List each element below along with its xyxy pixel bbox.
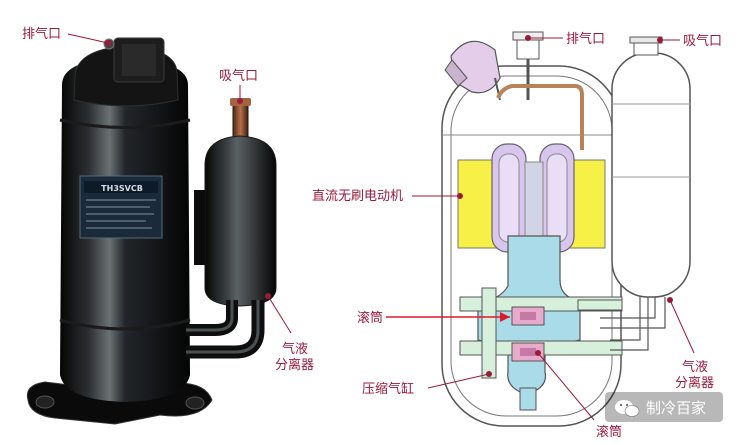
label-separator-photo-line2: 分离器 [275, 357, 314, 373]
suction-pipe-lower [610, 297, 641, 341]
compressor-photo: TH3SVCB [26, 37, 277, 425]
terminal-connector [444, 40, 501, 101]
label-cylinder: 压缩气缸 [362, 381, 414, 397]
accumulator [204, 135, 277, 307]
suction-pipe-upper [600, 297, 656, 319]
diagram-labels: 排气口 吸气口 直流无刷电动机 滚筒 压缩气缸 滚筒 气液 分离器 [312, 31, 722, 440]
label-suction-port-diagram: 吸气口 [683, 33, 722, 49]
label-separator-diagram-line2: 分离器 [675, 375, 714, 391]
compressor-cross-section [441, 31, 691, 427]
model-number: TH3SVCB [101, 184, 143, 193]
label-motor: 直流无刷电动机 [312, 189, 403, 204]
label-separator-diagram-line1: 气液 [682, 359, 708, 375]
wechat-icon [615, 400, 640, 417]
watermark: 制冷百家 [605, 392, 723, 422]
cylinder-block [481, 287, 497, 379]
watermark-text: 制冷百家 [646, 399, 706, 417]
label-separator-photo-line1: 气液 [282, 341, 308, 357]
label-suction-port-photo: 吸气口 [219, 68, 258, 84]
photo-labels: 排气口 吸气口 气液 分离器 [22, 26, 314, 373]
label-exhaust-port-diagram: 排气口 [566, 31, 605, 47]
discharge-tube [496, 84, 584, 150]
label-exhaust-port-photo: 排气口 [22, 26, 61, 42]
label-roller-bottom: 滚筒 [596, 424, 622, 440]
separator-vessel [611, 52, 691, 298]
label-roller-left: 滚筒 [357, 310, 383, 326]
